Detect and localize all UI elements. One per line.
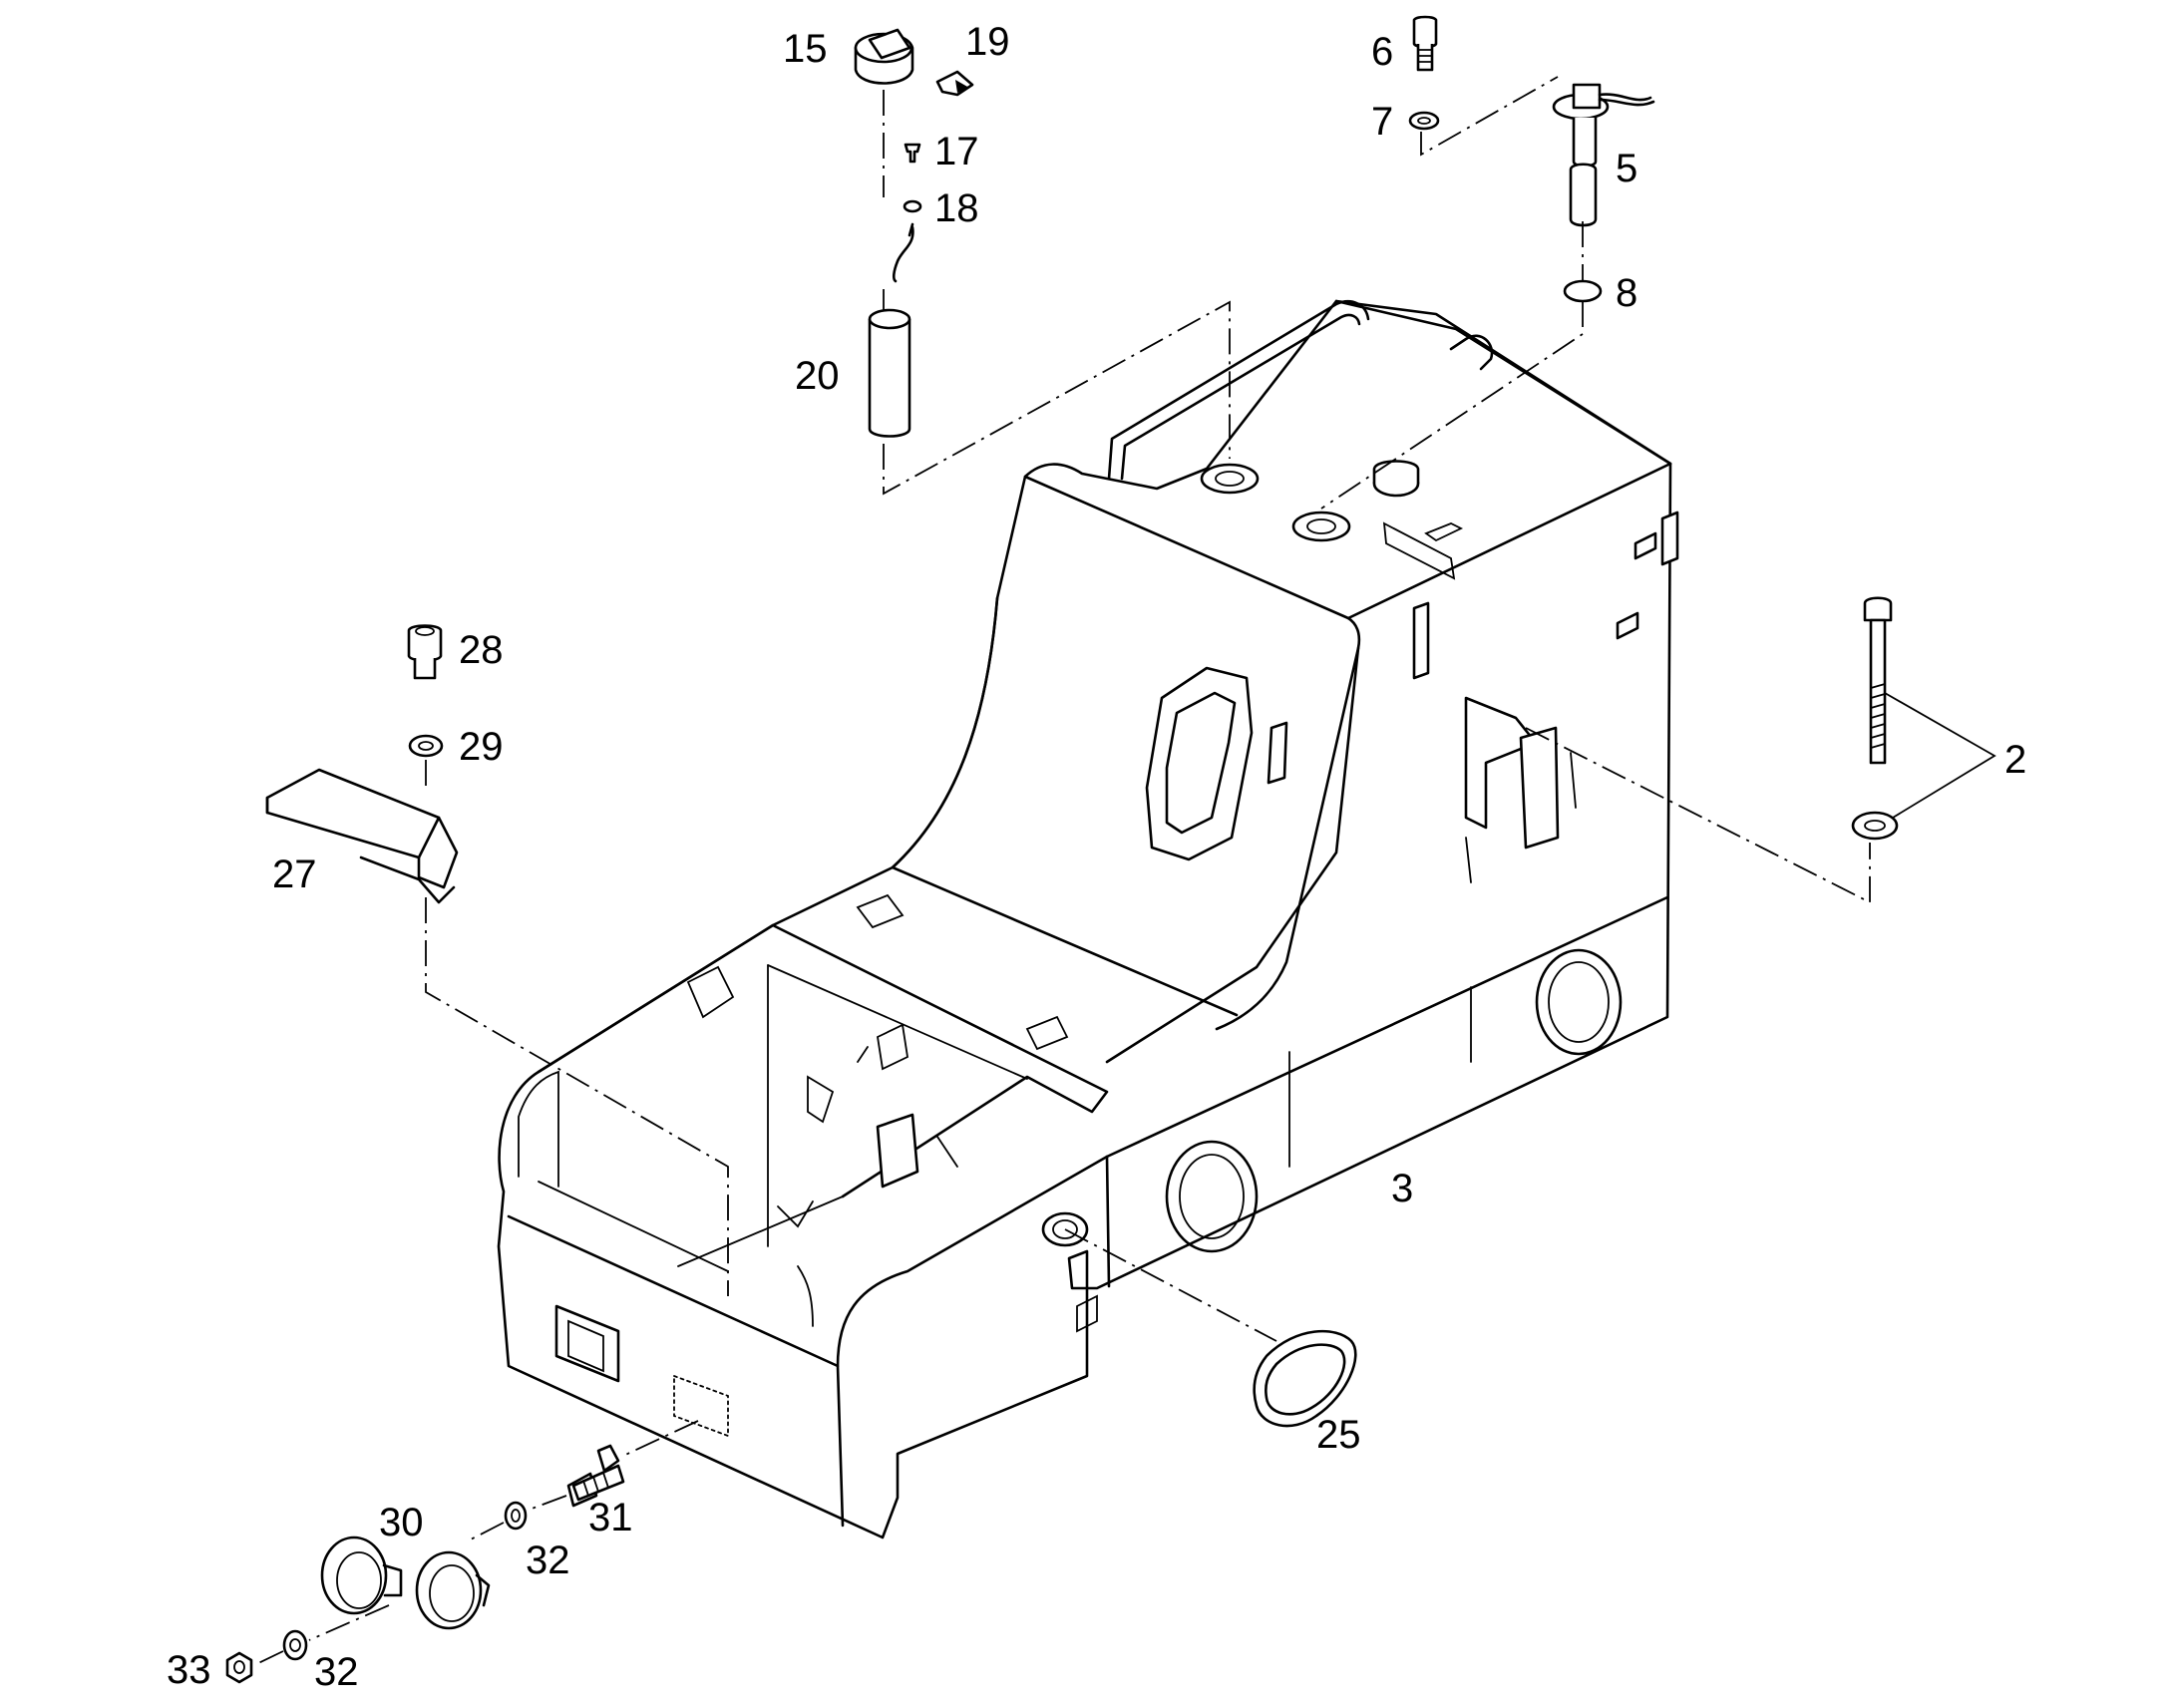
callout-28: 28: [459, 628, 504, 672]
callout-7: 7: [1371, 100, 1393, 144]
part-8-o-ring: [1563, 279, 1603, 303]
callout-6: 6: [1371, 30, 1393, 74]
part-33-nut: [225, 1651, 253, 1684]
part-5-tube: [1569, 163, 1598, 227]
part-5-sender-unit: [1552, 83, 1655, 168]
leader-lines: [1884, 692, 1997, 819]
part-2-washer: [1851, 811, 1899, 841]
callout-17: 17: [934, 130, 979, 173]
retaining-wire: [892, 222, 914, 283]
part-29-washer: [408, 734, 444, 758]
callout-33: 33: [167, 1648, 211, 1692]
part-28-socket-screw: [407, 624, 443, 680]
part-6-cap-screw: [1412, 15, 1438, 72]
part-18-washer: [903, 199, 922, 213]
callout-27: 27: [272, 853, 317, 896]
callout-20: 20: [795, 354, 840, 398]
callout-32-upper: 32: [526, 1538, 570, 1582]
callout-30: 30: [379, 1501, 424, 1544]
callout-labels: 2 3 5 6 7 8 15 17 18 19 20 25 27 28 29 3…: [167, 20, 2026, 1694]
part-2-bolt: [1863, 596, 1893, 765]
callout-18: 18: [934, 186, 979, 230]
callout-8: 8: [1616, 271, 1637, 315]
callout-32-lower: 32: [314, 1650, 359, 1694]
part-30-horn-front: [415, 1550, 491, 1630]
main-housing: [497, 299, 1679, 1539]
callout-15: 15: [783, 27, 828, 71]
part-25-grommet: [1253, 1329, 1357, 1428]
part-31-bolt: [566, 1444, 625, 1508]
part-32-washer-upper: [504, 1501, 528, 1531]
part-27-bracket: [265, 768, 459, 904]
part-17-screw: [904, 143, 921, 164]
callout-2: 2: [2004, 738, 2026, 782]
assembly-center-lines: [253, 76, 1871, 1666]
part-19-plug: [935, 70, 974, 97]
part-20-strainer-tube: [868, 308, 911, 438]
part-30-horn-rear: [320, 1536, 403, 1615]
callout-19: 19: [965, 20, 1010, 64]
callout-31: 31: [588, 1496, 633, 1539]
part-7-washer: [1408, 111, 1440, 131]
part-15-filler-cap: [854, 28, 914, 85]
part-32-washer-lower: [282, 1629, 308, 1661]
callout-25: 25: [1316, 1413, 1361, 1457]
callout-29: 29: [459, 725, 504, 769]
callout-5: 5: [1616, 147, 1637, 190]
callout-3: 3: [1391, 1167, 1413, 1210]
